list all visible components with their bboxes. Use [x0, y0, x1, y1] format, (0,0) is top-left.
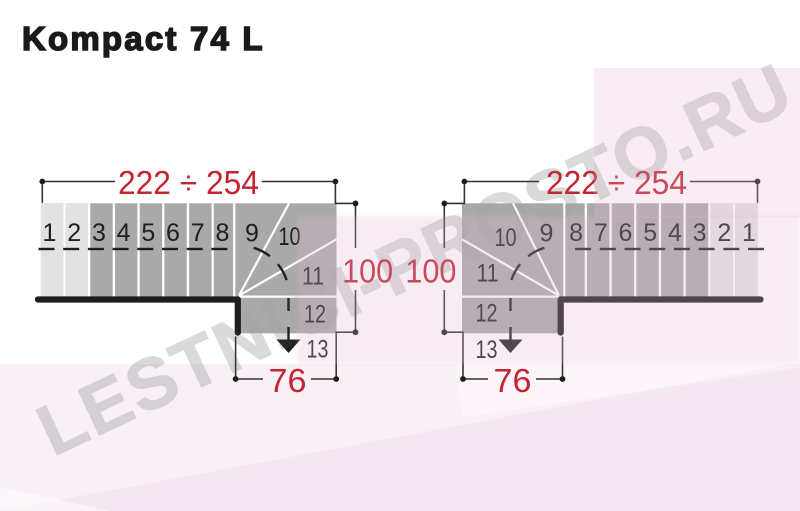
- svg-text:76: 76: [494, 362, 532, 399]
- svg-text:222 ÷ 254: 222 ÷ 254: [546, 164, 687, 201]
- svg-text:9: 9: [245, 219, 259, 247]
- svg-text:8: 8: [215, 219, 229, 247]
- svg-text:7: 7: [191, 219, 205, 247]
- svg-text:6: 6: [166, 219, 180, 247]
- svg-text:222 ÷ 254: 222 ÷ 254: [118, 164, 259, 201]
- svg-text:76: 76: [269, 362, 307, 399]
- svg-text:10: 10: [279, 223, 301, 251]
- svg-text:5: 5: [141, 219, 155, 247]
- svg-text:Kompact 74 L: Kompact 74 L: [22, 20, 265, 57]
- svg-text:2: 2: [67, 219, 81, 247]
- svg-text:3: 3: [92, 219, 106, 247]
- svg-text:1: 1: [43, 219, 57, 247]
- svg-text:4: 4: [117, 219, 131, 247]
